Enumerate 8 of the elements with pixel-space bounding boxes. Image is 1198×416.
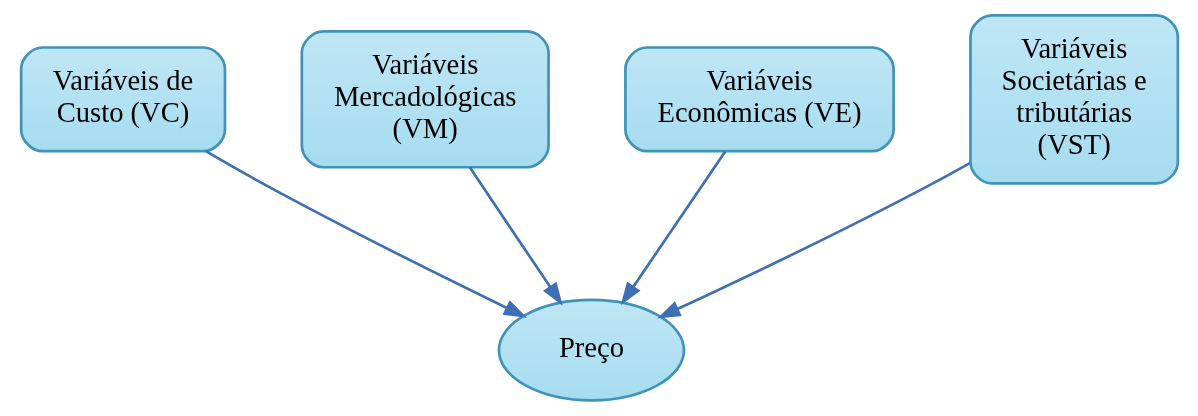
arrow <box>656 161 970 319</box>
node-box: Variáveis Societárias e tributárias (VST) <box>968 13 1179 185</box>
node-box: Variáveis Econômicas (VE) <box>623 46 895 153</box>
arrow <box>620 151 726 306</box>
node-box: Variáveis de Custo (VC) <box>19 46 226 153</box>
arrow <box>204 150 527 318</box>
node-box: Variáveis Mercadológicas (VM) <box>300 30 550 169</box>
arrow <box>468 166 563 306</box>
